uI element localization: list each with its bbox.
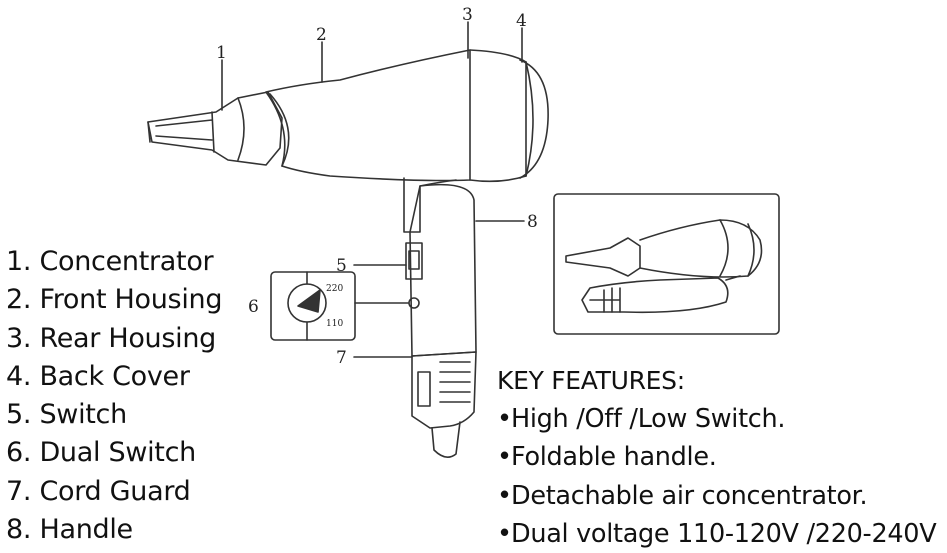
dual-switch-detail <box>270 271 409 341</box>
concentrator-part <box>147 91 283 166</box>
parts-list-item: 5. Switch <box>6 399 127 431</box>
feature-text: Foldable handle. <box>511 442 717 473</box>
feature-text: High /Off /Low Switch. <box>511 404 786 434</box>
dial-label-220: 220 <box>326 284 343 294</box>
callout-3: 3 <box>462 5 473 25</box>
callout-1: 1 <box>216 43 227 63</box>
dial-label-110: 110 <box>326 319 343 329</box>
callout-6: 6 <box>248 297 259 317</box>
callout-5: 5 <box>336 256 347 276</box>
switch-part <box>405 242 423 280</box>
feature-text: Dual voltage 110-120V /220-240V <box>511 518 937 549</box>
parts-list: 1. Concentrator 2. Front Housing 3. Rear… <box>6 243 222 549</box>
bullet-icon: • <box>497 404 512 434</box>
parts-list-item: 6. Dual Switch <box>6 437 196 469</box>
key-features-title: KEY FEATURES: <box>497 366 685 395</box>
parts-list-item: 2. Front Housing <box>6 284 223 316</box>
callout-7: 7 <box>336 348 347 368</box>
dual-switch-button <box>408 297 420 309</box>
callout-2: 2 <box>316 25 327 45</box>
bullet-icon: • <box>497 442 512 473</box>
back-cover-part <box>519 59 549 179</box>
key-features: KEY FEATURES: •High /Off /Low Switch. •F… <box>497 362 937 553</box>
bullet-icon: • <box>497 518 512 549</box>
parts-list-item: 8. Handle <box>6 514 133 546</box>
hair-dryer-illustration <box>147 49 549 458</box>
bullet-icon: • <box>497 480 512 511</box>
feature-item: •Foldable handle. <box>497 438 936 476</box>
feature-item: •Detachable air concentrator. <box>497 477 936 515</box>
parts-list-item: 7. Cord Guard <box>6 475 191 507</box>
rear-housing-part <box>469 49 527 183</box>
cord-guard-part <box>411 351 477 429</box>
parts-list-item: 4. Back Cover <box>6 360 190 392</box>
feature-item: •Dual voltage 110-120V /220-240V <box>497 515 937 553</box>
feature-item: •High /Off /Low Switch. <box>497 400 936 438</box>
feature-text: Detachable air concentrator. <box>511 480 868 511</box>
parts-list-item: 3. Rear Housing <box>6 322 216 354</box>
folded-dryer-inset <box>553 193 780 335</box>
callout-4: 4 <box>516 11 527 31</box>
callout-8: 8 <box>527 212 538 232</box>
parts-list-item: 1. Concentrator <box>6 246 214 277</box>
front-housing-part <box>265 49 471 182</box>
